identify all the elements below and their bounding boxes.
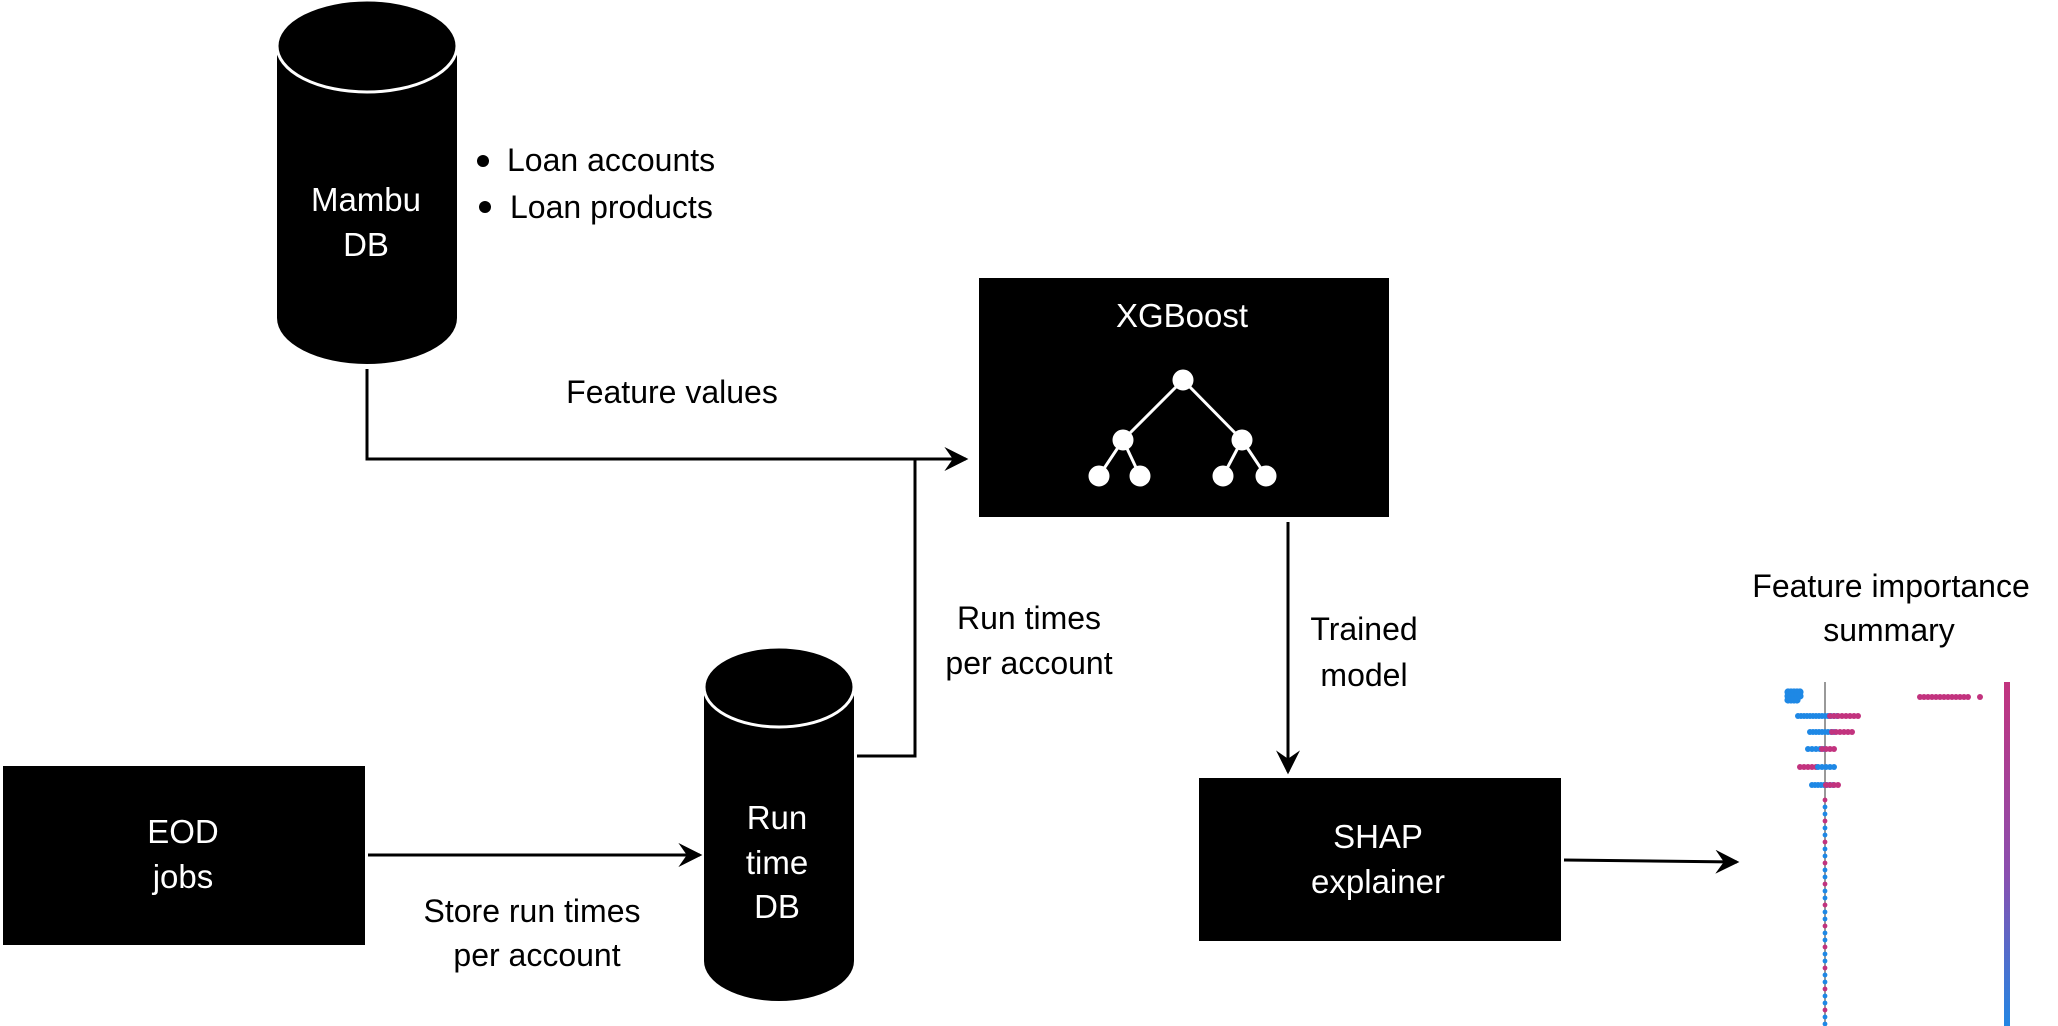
store-label-line1: Store run times: [424, 893, 641, 929]
shap-point-low: [1822, 930, 1828, 936]
shap-point-low: [1822, 853, 1828, 859]
shap-point-high: [1835, 782, 1841, 788]
shap-point-low: [1822, 993, 1828, 999]
shap-point-high: [1831, 746, 1837, 752]
shap-point-low: [1822, 1014, 1828, 1020]
shap-point-high: [1822, 902, 1828, 908]
run-times-connector: [857, 459, 917, 758]
shap-point-low: [1822, 825, 1828, 831]
shap-point-low: [1822, 846, 1828, 852]
shap-point-low: [1822, 804, 1828, 810]
shap-point-low: [1822, 958, 1828, 964]
feature-values-label: Feature values: [566, 374, 778, 410]
feature-values-arrow: [365, 369, 969, 471]
trained-model-label-line1: Trained: [1310, 611, 1417, 647]
shap-point-low: [1822, 909, 1828, 915]
runtime-db-label-line2: time: [746, 844, 808, 881]
shap-label-line1: SHAP: [1333, 818, 1423, 855]
shap-point-low: [1822, 1021, 1828, 1026]
shap-point-high: [1965, 694, 1971, 700]
shap-point-low: [1822, 937, 1828, 943]
shap-output-arrow: [1563, 849, 1740, 874]
shap-point-high: [1822, 818, 1828, 824]
xgboost-label: XGBoost: [1116, 297, 1248, 334]
trained-model-label-line2: model: [1320, 657, 1407, 693]
shap-point-low: [1822, 951, 1828, 957]
eod-jobs-label-line1: EOD: [147, 813, 219, 850]
shap-summary-chart: [1784, 682, 2010, 1026]
shap-point-low: [1831, 764, 1837, 770]
store-label-line2: per account: [453, 937, 620, 973]
shap-point-low: [1822, 895, 1828, 901]
xgboost-box: XGBoost: [979, 278, 1389, 517]
mambu-db-label-line2: DB: [343, 226, 389, 263]
bullet-icon: [477, 155, 489, 167]
feature-value-colorbar: [2004, 682, 2010, 1026]
summary-title-line1: Feature importance: [1752, 568, 2029, 604]
run-times-label-line1: Run times: [957, 600, 1101, 636]
shap-point-low: [1822, 979, 1828, 985]
mambu-contents-list: Loan accounts Loan products: [477, 142, 715, 225]
shap-point-high: [1822, 797, 1828, 803]
shap-label-line2: explainer: [1311, 863, 1445, 900]
shap-point-high: [1849, 729, 1855, 735]
runtime-db-label-line1: Run: [747, 799, 808, 836]
list-item-loan-products: Loan products: [510, 189, 713, 225]
shap-point-high: [1977, 694, 1983, 700]
runtime-db-cylinder: Run time DB: [702, 645, 856, 1001]
shap-point-high: [1822, 860, 1828, 866]
shap-point-high: [1855, 713, 1861, 719]
shap-point-high: [1822, 839, 1828, 845]
shap-point-high: [1822, 1007, 1828, 1013]
shap-point-high: [1822, 944, 1828, 950]
shap-point-high: [1822, 965, 1828, 971]
shap-point-low: [1793, 696, 1801, 704]
shap-point-low: [1822, 888, 1828, 894]
mambu-db-cylinder: Mambu DB: [275, 0, 459, 364]
shap-point-low: [1822, 874, 1828, 880]
shap-point-low: [1822, 972, 1828, 978]
shap-point-low: [1822, 867, 1828, 873]
shap-point-low: [1822, 1000, 1828, 1006]
eod-jobs-box: EOD jobs: [3, 766, 365, 945]
eod-jobs-label-line2: jobs: [152, 858, 214, 895]
mambu-db-label-line1: Mambu: [311, 181, 421, 218]
shap-explainer-box: SHAP explainer: [1199, 778, 1561, 941]
shap-point-high: [1822, 881, 1828, 887]
shap-point-low: [1822, 916, 1828, 922]
shap-point-high: [1822, 923, 1828, 929]
bullet-icon: [479, 201, 491, 213]
summary-title-line2: summary: [1823, 612, 1955, 648]
shap-point-high: [1822, 986, 1828, 992]
list-item-loan-accounts: Loan accounts: [507, 142, 715, 178]
shap-point-low: [1822, 811, 1828, 817]
runtime-db-label-line3: DB: [754, 888, 800, 925]
shap-point-low: [1822, 832, 1828, 838]
decision-tree-icon: [1088, 369, 1277, 487]
run-times-label-line2: per account: [945, 645, 1112, 681]
